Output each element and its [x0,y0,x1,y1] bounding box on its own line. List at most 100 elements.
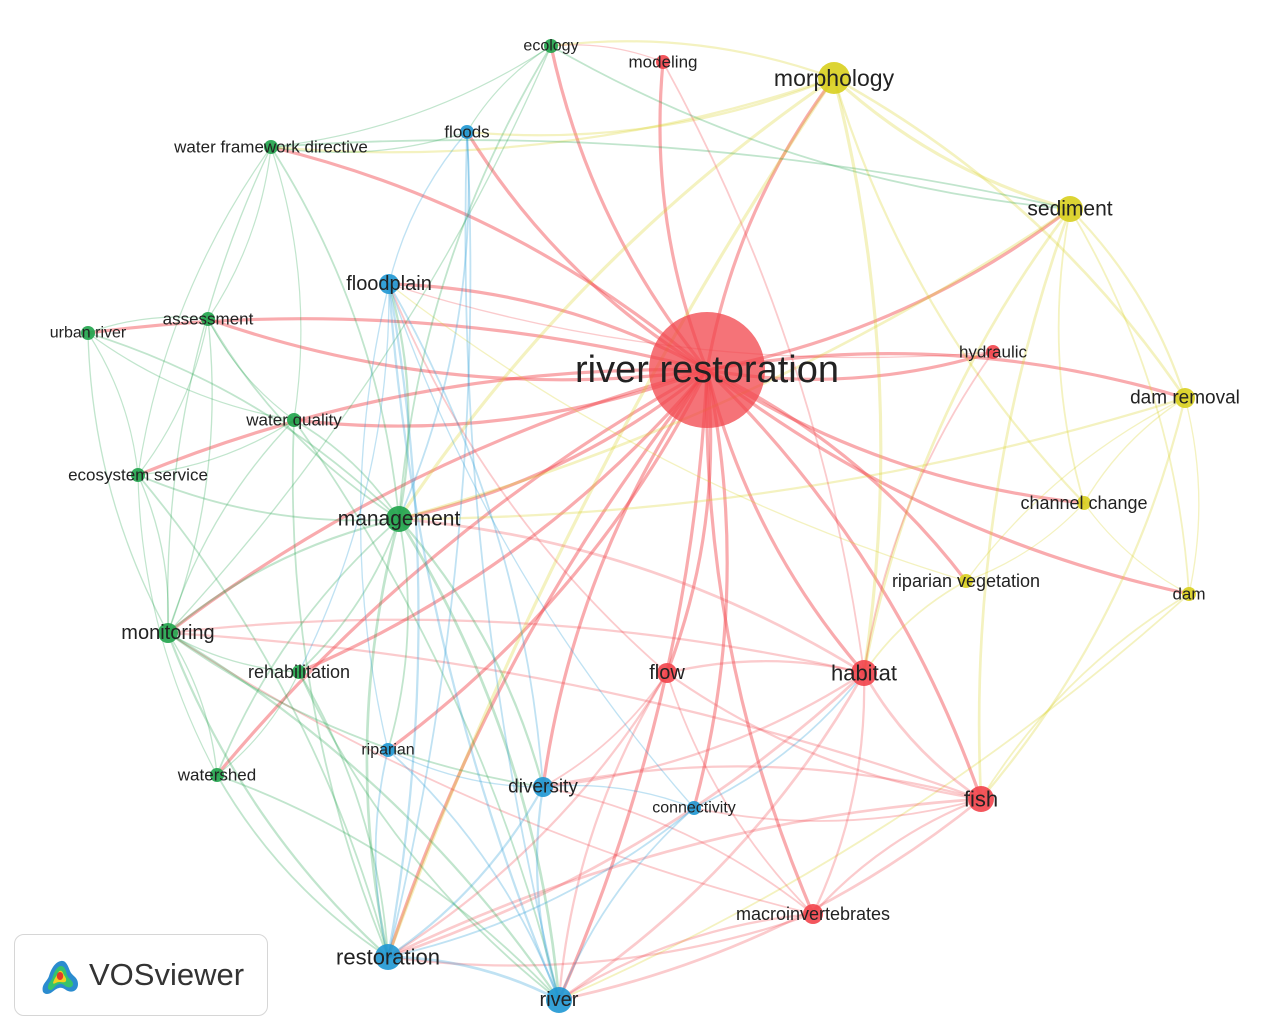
node-diversity[interactable] [533,777,553,797]
label-river-restoration: river restoration [575,349,839,391]
link-river-restoration--monitoring [166,368,709,635]
link-water-framework-directive--water-quality [270,146,302,421]
link-water-framework-directive--assessment [207,146,272,320]
link-river-restoration--river [557,368,709,1002]
link-habitat--management [397,517,866,675]
node-river[interactable] [546,987,572,1013]
link-rehabilitation--watershed [216,671,300,776]
link-habitat--diversity [541,671,866,789]
link-connectivity--river [558,807,695,1001]
link-urban-river--management [87,332,400,520]
link-diversity--connectivity [542,784,695,809]
node-connectivity[interactable] [687,801,701,815]
link-management--restoration [365,517,401,959]
link-river-restoration--ecosystem-service [136,368,709,477]
link-assessment--management [207,318,400,520]
link-management--monitoring [166,517,401,635]
node-rehabilitation[interactable] [292,665,306,679]
link-connectivity--habitat [693,672,865,809]
link-management--rehabilitation [298,518,400,673]
link-morphology--habitat [832,76,883,675]
link-river-restoration--diversity [541,368,709,789]
node-watershed[interactable] [210,768,224,782]
label-dam: dam [1172,585,1205,604]
label-flow: flow [649,662,685,684]
link-watershed--river [216,774,560,1001]
link-floodplain--rehabilitation [298,283,390,673]
link-fish--flow [665,671,983,801]
link-floods--river [464,131,560,1001]
link-urban-river--ecosystem-service [87,332,139,476]
node-sediment[interactable] [1057,196,1083,222]
node-water-framework-directive[interactable] [264,140,278,154]
node-flow[interactable] [657,663,677,683]
link-floods--restoration [387,131,472,958]
label-water-quality: water quality [245,411,342,430]
link-river-restoration--macroinvertebrates [705,368,815,916]
label-morphology: morphology [774,65,895,91]
link-river-restoration--connectivity [692,368,729,810]
link-ecology--monitoring [167,45,552,634]
label-channel-change: channel change [1020,493,1147,513]
label-dam-removal: dam removal [1130,388,1240,409]
label-river: river [540,989,579,1011]
link-management--watershed [216,518,400,776]
node-dam[interactable] [1182,587,1196,601]
link-ecosystem-service--restoration [137,474,389,958]
link-sediment--dam [1069,208,1190,595]
link-hydraulic--habitat [863,351,994,674]
label-riparian: riparian [361,742,414,759]
node-channel-change[interactable] [1077,496,1091,510]
label-floods: floods [444,123,489,142]
link-modeling--habitat [662,61,865,674]
link-river-restoration--restoration [386,368,709,959]
link-urban-river--monitoring [87,332,169,634]
node-monitoring[interactable] [158,623,178,643]
link-sediment--dam-removal [1068,207,1187,400]
link-macroinvertebrates--river [557,912,815,1002]
node-river-restoration[interactable] [649,312,765,428]
link-dam-removal--channel-change [1083,397,1186,504]
node-ecosystem-service[interactable] [131,468,145,482]
node-ecology[interactable] [544,39,558,53]
link-floods--floodplain [388,131,468,285]
node-management[interactable] [386,506,412,532]
link-watershed--restoration [216,774,389,958]
link-habitat--river [557,671,866,1002]
link-morphology--management [397,76,836,521]
link-floods--management [398,131,470,520]
node-habitat[interactable] [851,660,877,686]
node-modeling[interactable] [656,55,670,69]
node-riparian[interactable] [381,743,395,757]
link-rehabilitation--restoration [298,671,389,958]
label-restoration: restoration [336,945,440,970]
link-river-restoration--dam [705,368,1191,596]
node-floodplain[interactable] [379,274,399,294]
link-morphology--floods [465,76,836,137]
link-ecology--sediment [550,45,1071,210]
node-macroinvertebrates[interactable] [803,904,823,924]
link-fish--macroinvertebrates [811,797,983,916]
link-modeling--ecology [550,44,664,63]
node-water-quality[interactable] [287,413,301,427]
link-river-restoration--rehabilitation [297,368,709,674]
link-sediment--habitat [862,207,1072,675]
node-morphology[interactable] [818,62,850,94]
label-habitat: habitat [831,661,897,686]
node-restoration[interactable] [375,944,401,970]
node-fish[interactable] [968,786,994,812]
node-floods[interactable] [460,125,474,139]
link-habitat--macroinvertebrates [811,671,866,916]
link-urban-river--water-quality [87,332,295,421]
node-urban-river[interactable] [81,326,95,340]
node-dam-removal[interactable] [1175,388,1195,408]
node-assessment[interactable] [201,312,215,326]
link-ecosystem-service--monitoring [137,474,170,634]
label-assessment: assessment [163,310,254,329]
link-assessment--ecosystem-service [137,318,209,476]
node-hydraulic[interactable] [986,345,1000,359]
link-macroinvertebrates--restoration [386,912,815,967]
node-riparian-vegetation[interactable] [959,574,973,588]
link-river-restoration--urban-river [86,317,709,372]
